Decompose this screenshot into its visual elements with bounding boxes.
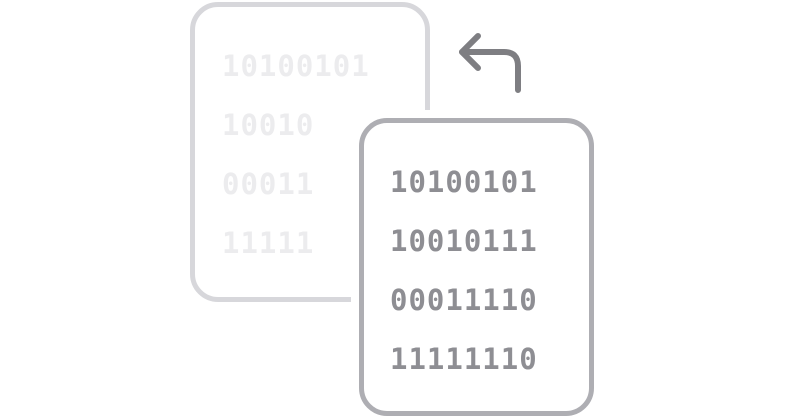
restored-line-3: 00011110 [390, 283, 538, 317]
restored-line-1: 10100101 [390, 165, 538, 199]
undo-arrow-icon [459, 33, 521, 93]
restored-line-2: 10010111 [390, 224, 538, 258]
original-line-3: 00011 [222, 167, 315, 201]
original-line-4: 11111 [222, 226, 315, 260]
restored-document: 10100101 10010111 00011110 11111110 [359, 118, 594, 416]
restored-line-4: 11111110 [390, 342, 538, 376]
original-line-2: 10010 [222, 108, 315, 142]
original-line-1: 10100101 [222, 49, 370, 83]
